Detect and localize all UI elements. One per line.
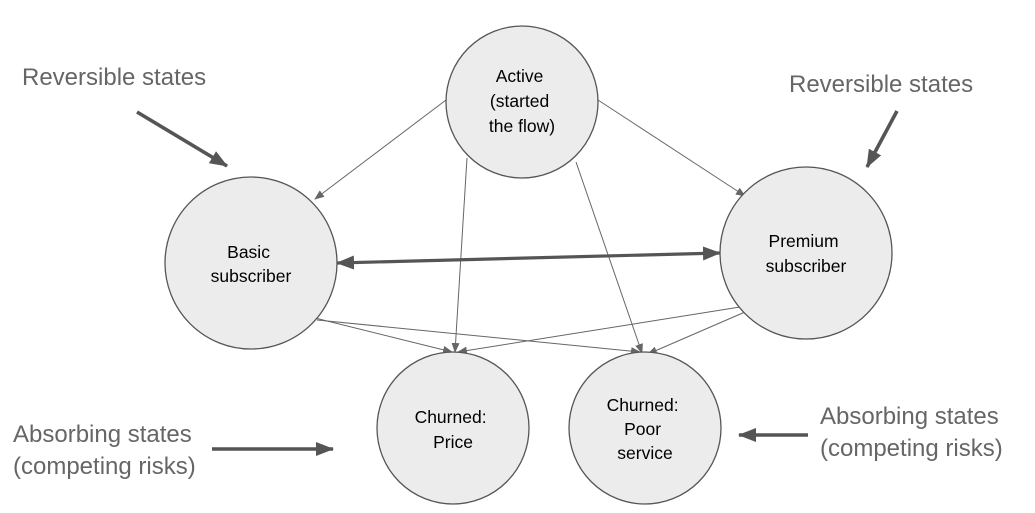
node-active-line-3: the flow) (489, 116, 555, 136)
node-basic-subscriber: Basic subscriber (164, 176, 338, 350)
edge-active-to-premium (597, 99, 746, 197)
node-premium-subscriber: Premium subscriber (719, 166, 893, 340)
edge-active-to-price (451, 157, 468, 353)
node-poor-circle (568, 351, 722, 505)
pointer-arrow-reversible-right (865, 110, 899, 168)
edge-basic-to-poor (316, 319, 641, 356)
annotation-reversible-left-line-1: Reversible states (22, 64, 206, 91)
annotation-reversible-right: Reversible states (789, 71, 973, 98)
edge-premium-to-price (457, 306, 741, 355)
node-active: Active (started the flow) (445, 25, 599, 179)
pointer-arrow-reversible-left (136, 110, 228, 168)
annotation-absorbing-left-line-1: Absorbing states (13, 421, 192, 448)
node-premium-circle (719, 166, 893, 340)
annotation-reversible-left: Reversible states (22, 64, 206, 91)
node-basic-line-1: Basic (227, 242, 270, 262)
edge-active-to-basic (314, 99, 447, 200)
annotation-absorbing-left: Absorbing states (competing risks) (13, 421, 198, 480)
node-price-line-1: Churned: (415, 407, 487, 427)
node-premium-line-2: subscriber (766, 256, 847, 276)
node-price-line-2: Price (433, 432, 473, 452)
node-price-label: Churned: Price (415, 407, 492, 452)
node-price-circle (376, 351, 530, 505)
node-poor-line-1: Churned: (607, 395, 679, 415)
node-churned-poor-service: Churned: Poor service (568, 351, 722, 505)
edge-premium-to-poor (647, 311, 746, 355)
node-basic-label: Basic subscriber (211, 242, 292, 286)
annotation-absorbing-right-line-2: (competing risks) (820, 435, 1003, 462)
node-poor-line-2: Poor (624, 419, 661, 439)
node-active-line-1: Active (496, 66, 544, 86)
edge-basic-premium-bidirectional (336, 246, 721, 270)
annotation-absorbing-right: Absorbing states (competing risks) (820, 403, 1005, 462)
edge-basic-to-price (314, 317, 453, 354)
node-active-line-2: (started (490, 91, 549, 111)
annotation-reversible-right-line-1: Reversible states (789, 71, 973, 98)
annotation-absorbing-right-line-1: Absorbing states (820, 403, 999, 430)
node-active-circle (445, 25, 599, 179)
node-basic-line-2: subscriber (211, 266, 292, 286)
node-premium-label: Premium subscriber (766, 231, 847, 276)
node-basic-circle (164, 176, 338, 350)
node-churned-price: Churned: Price (376, 351, 530, 505)
annotation-absorbing-left-line-2: (competing risks) (13, 453, 196, 480)
node-active-label: Active (started the flow) (489, 66, 555, 136)
node-poor-label: Churned: Poor service (607, 395, 684, 463)
node-premium-line-1: Premium (769, 231, 839, 251)
node-poor-line-3: service (617, 443, 672, 463)
